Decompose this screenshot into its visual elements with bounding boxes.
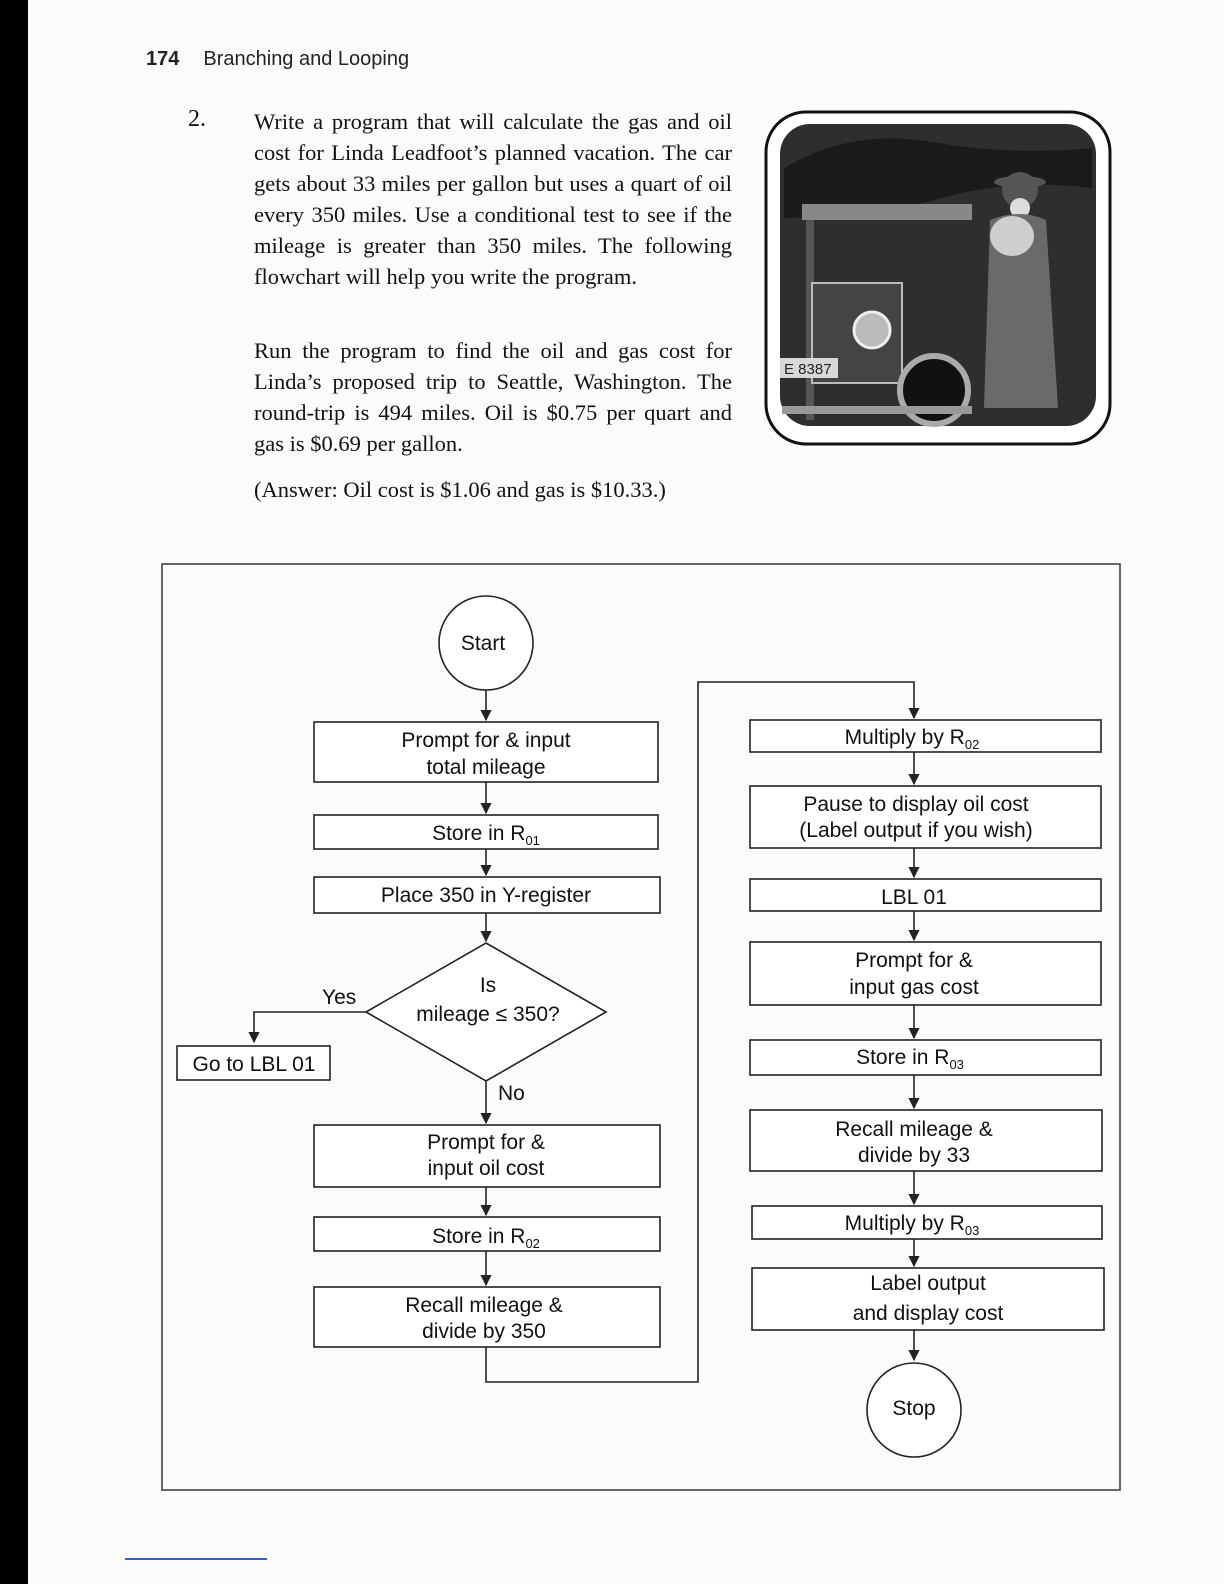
prompt-mileage-line2: total mileage [426,756,545,779]
stop-terminal [866,1362,962,1458]
vintage-car-illustration: E 8387 [764,110,1112,446]
store-r01-label: Store in R01 [432,822,540,848]
arrow-yes-branch [248,1011,366,1044]
multiply-r02-label: Multiply by R02 [845,726,980,752]
label-output-box [751,1267,1105,1331]
footer-rule [125,1558,267,1560]
store-r02-box [313,1216,661,1252]
decision-line2: mileage ≤ 350? [416,1003,559,1026]
decision-line1: Is [480,974,496,997]
no-label: No [498,1082,525,1105]
running-header: 174 Branching and Looping [146,48,409,71]
multiply-r03-box [751,1205,1103,1240]
car-pillar [806,220,814,420]
prompt-gas-box [749,941,1102,1006]
goto-lbl01-label: Go to LBL 01 [193,1053,316,1076]
woman-dress [984,214,1058,408]
prompt-mileage-box [313,721,659,783]
woman-hat-brim [994,176,1046,188]
yes-label: Yes [322,986,356,1009]
pause-oil-line1: Pause to display oil cost [803,793,1028,816]
multiply-r03-label: Multiply by R03 [845,1212,980,1238]
pause-oil-line2: (Label output if you wish) [799,819,1032,842]
exercise-answer: (Answer: Oil cost is $1.06 and gas is $1… [254,477,666,502]
stop-label: Stop [892,1397,935,1420]
recall-33-line1: Recall mileage & [835,1118,993,1141]
pause-oil-box [749,785,1102,849]
recall-350-line2: divide by 350 [422,1320,546,1343]
license-plate-text: E 8387 [784,361,832,378]
place-350-label: Place 350 in Y-register [381,884,591,907]
car-headlight [852,310,892,350]
woman-face [1010,198,1030,218]
store-r03-box [749,1039,1102,1076]
prompt-gas-line2: input gas cost [849,976,979,999]
exercise-paragraph-2: Run the program to find the oil and gas … [254,338,732,456]
recall-350-line1: Recall mileage & [405,1294,563,1317]
exercise-paragraph-1: Write a program that will calculate the … [254,109,732,289]
woman-flowers [990,216,1034,256]
recall-350-box [313,1286,661,1348]
start-label: Start [461,632,506,655]
connector-to-right-column [485,681,920,1383]
prompt-oil-box [313,1124,661,1188]
flowchart-frame [161,563,1121,1491]
multiply-r02-box [749,719,1102,753]
car-roof [802,204,972,220]
section-title: Branching and Looping [203,48,410,70]
lbl01-box [749,878,1102,912]
foliage-shape [784,138,1092,218]
label-output-line1: Label output [870,1272,986,1295]
prompt-gas-line1: Prompt for & [855,949,973,972]
prompt-oil-line2: input oil cost [428,1157,545,1180]
goto-lbl01-box [176,1045,331,1081]
store-r03-label: Store in R03 [856,1046,964,1072]
lbl01-label: LBL 01 [881,886,947,909]
page-number: 174 [146,48,180,70]
car-bumper [782,406,972,414]
recall-33-box [749,1109,1103,1172]
scan-edge-bar [0,0,28,1584]
prompt-mileage-line1: Prompt for & input [401,729,570,752]
store-r01-box [313,814,659,850]
prompt-oil-line1: Prompt for & [427,1131,545,1154]
place-350-box [313,876,661,914]
label-output-line2: and display cost [853,1302,1004,1325]
recall-33-line2: divide by 33 [858,1144,970,1167]
exercise-number: 2. [188,106,206,132]
store-r02-label: Store in R02 [432,1225,540,1251]
license-plate [780,358,838,378]
